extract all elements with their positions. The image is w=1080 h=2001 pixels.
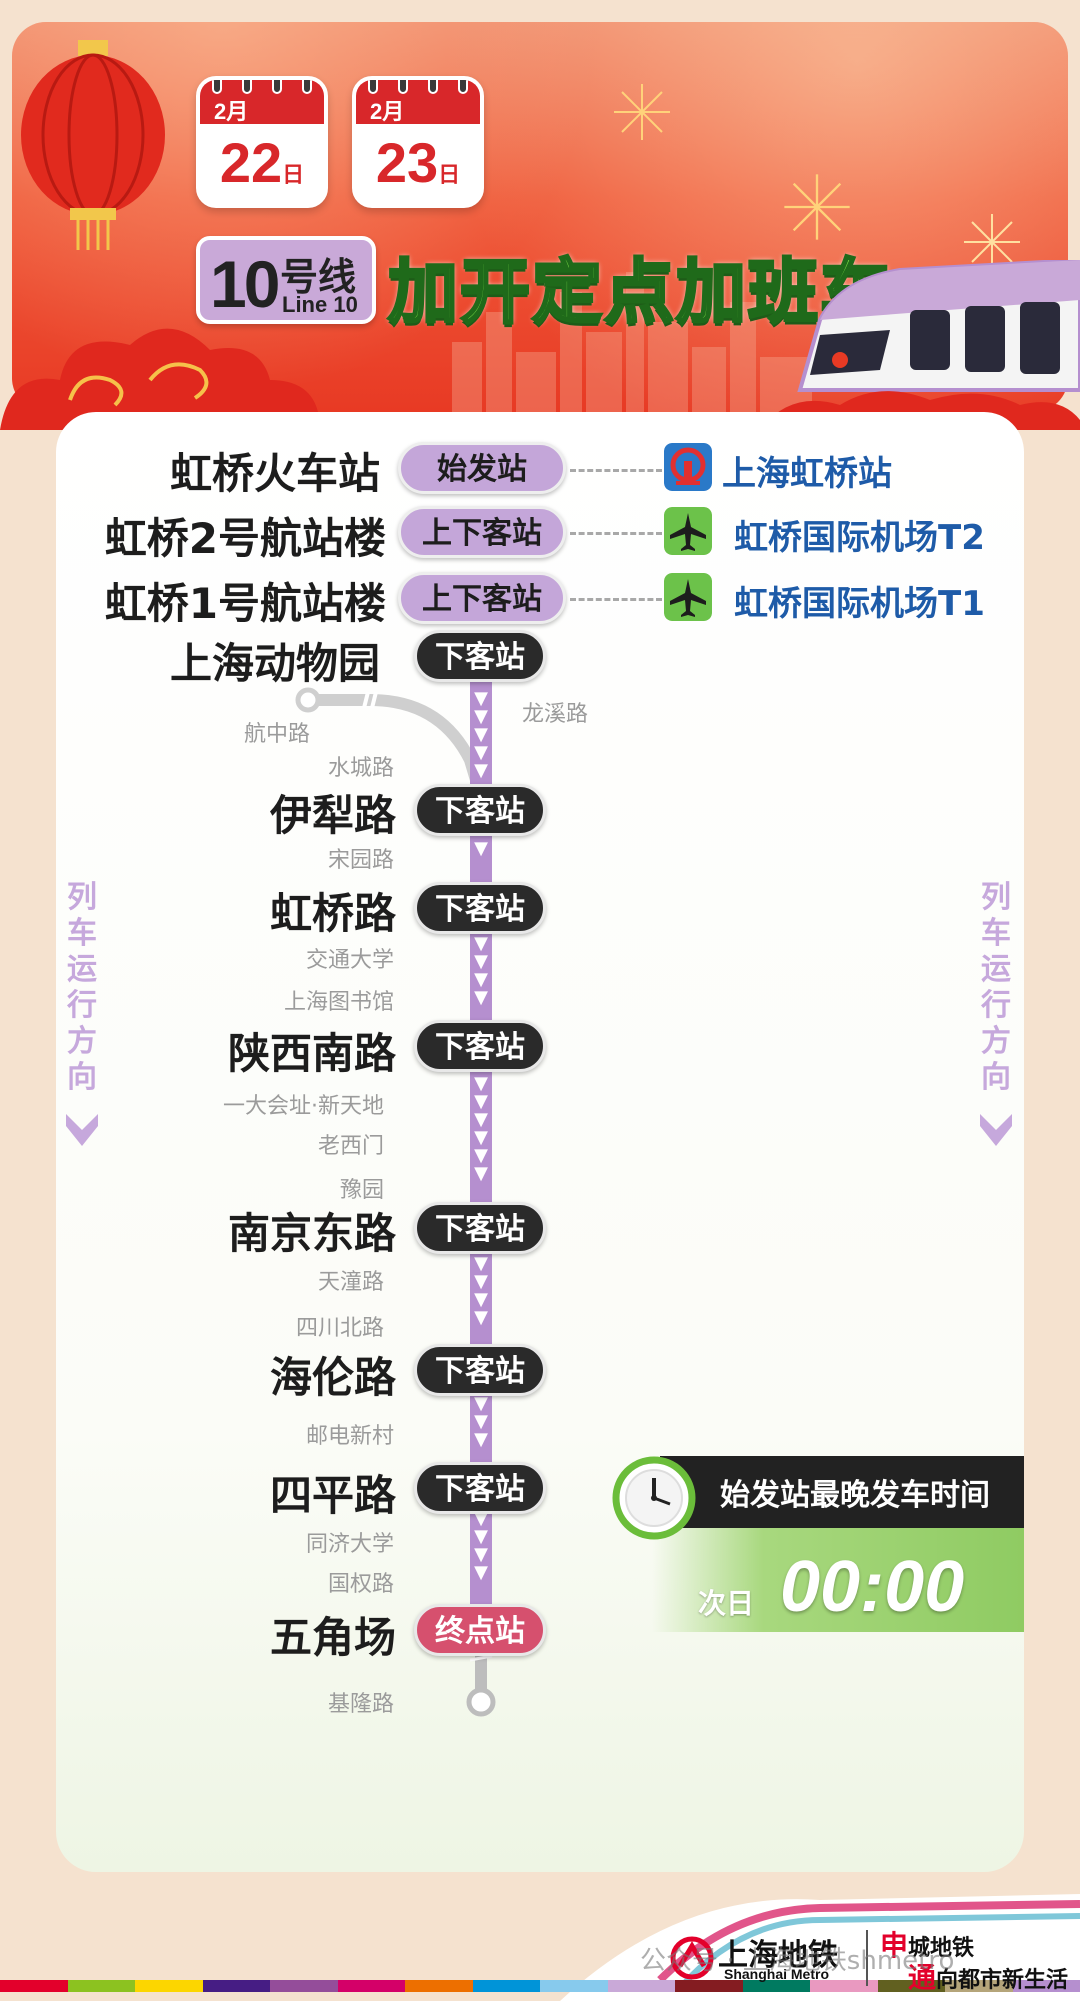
- station-name: 虹桥1号航站楼: [104, 579, 386, 628]
- footer: 上海地铁 Shanghai Metro 申城地铁 通向都市新生活 公众号 · 上…: [0, 1880, 1080, 2001]
- city-skyline-icon: [452, 272, 812, 412]
- footer-wave: [560, 1894, 1080, 2001]
- minor-station: 老西门: [317, 1134, 384, 1159]
- arrow-down-icon: [66, 1114, 98, 1146]
- shanghai-metro-logo-icon: [670, 1936, 714, 1980]
- lantern-icon: [21, 40, 165, 250]
- calendar-day-suffix: 日: [438, 162, 461, 187]
- chevron-down-icon: ▼▼▼▼: [474, 933, 488, 1008]
- station-name: 虹桥2号航站楼: [104, 514, 386, 563]
- minor-station: 上海图书馆: [283, 990, 394, 1015]
- last-train-header: 始发站最晚发车时间: [660, 1456, 1024, 1528]
- minor-station: 交通大学: [305, 948, 394, 973]
- station-name: 上海动物园: [169, 639, 380, 688]
- minor-station: 豫园: [339, 1178, 384, 1203]
- header-banner: [12, 22, 1068, 412]
- transfer-label: 上海虹桥站: [722, 454, 892, 494]
- chevron-down-icon: ▼: [474, 838, 488, 859]
- line-badge: 10 号线 Line 10: [196, 236, 376, 324]
- station-badge: 上下客站: [398, 506, 566, 558]
- airplane-icon: [664, 507, 712, 555]
- station-name: 海伦路: [269, 1353, 396, 1402]
- line-english: Line 10: [282, 292, 358, 317]
- slogan-line-1: 申城地铁: [880, 1924, 974, 1964]
- chevron-down-icon: ▼▼▼▼▼▼: [474, 1073, 488, 1184]
- minor-station: 天潼路: [317, 1270, 384, 1295]
- chevron-down-icon: ▼▼▼: [474, 1393, 488, 1450]
- station-badge: 下客站: [414, 1462, 546, 1514]
- transfer-connector: [570, 598, 662, 601]
- minor-station: 航中路: [243, 722, 310, 747]
- station-badge: 终点站: [414, 1604, 546, 1656]
- minor-station: 基隆路: [327, 1692, 394, 1717]
- station-badge: 下客站: [414, 882, 546, 934]
- chevron-down-icon: ▼▼▼▼: [474, 1508, 488, 1583]
- last-train-panel: 始发站最晚发车时间: [620, 1456, 1024, 1632]
- logo-cn: 上海地铁: [718, 1938, 838, 1973]
- minor-station: 水城路: [327, 756, 394, 781]
- minor-station: 宋园路: [327, 848, 394, 873]
- chevron-down-icon: ▼▼▼▼▼: [474, 688, 488, 781]
- slogan-text: 向都市新生活: [936, 1967, 1069, 1993]
- firework-icon: [614, 84, 670, 140]
- railway-icon: [664, 443, 712, 491]
- date-calendar: 2月 22日: [196, 76, 328, 208]
- minor-station: 四川北路: [295, 1316, 384, 1341]
- last-train-title: 始发站最晚发车时间: [720, 1478, 990, 1513]
- station-badge: 下客站: [414, 1344, 546, 1396]
- transfer-connector: [570, 469, 662, 472]
- airplane-icon: [664, 573, 712, 621]
- station-badge: 下客站: [414, 1020, 546, 1072]
- minor-station: 邮电新村: [305, 1424, 394, 1449]
- clock-icon: [612, 1456, 696, 1540]
- date-calendar: 2月 23日: [352, 76, 484, 208]
- firework-icon: [784, 174, 850, 240]
- chevron-down-icon: ▼▼▼▼: [474, 1253, 488, 1328]
- slogan-text: 城地铁: [908, 1935, 975, 1961]
- transfer-label: 虹桥国际机场T2: [734, 518, 985, 558]
- slogan-line-2: 通向都市新生活: [908, 1956, 1068, 1996]
- calendar-day: 22: [219, 131, 283, 194]
- auspicious-cloud-icon: [0, 328, 320, 430]
- metro-train-icon: [797, 260, 1080, 392]
- station-badge: 下客站: [414, 784, 546, 836]
- branch-station: 龙溪路: [522, 702, 589, 727]
- watermark: 公众号 · 上海地铁shmetro: [640, 1946, 955, 1976]
- line-color-stripe: [0, 1980, 1080, 1992]
- station-name: 虹桥路: [269, 889, 396, 938]
- calendar-month: 2月: [214, 99, 249, 124]
- line-suffix: 号线: [280, 255, 357, 299]
- station-badge: 下客站: [414, 630, 546, 682]
- station-name: 四平路: [269, 1471, 396, 1520]
- arrow-down-icon: [980, 1114, 1012, 1146]
- direction-label-right: 列车运行方向: [981, 880, 1011, 1095]
- minor-station: 同济大学: [305, 1532, 394, 1557]
- page-title: 加开定点加班车: [387, 250, 892, 335]
- transfer-connector: [570, 532, 662, 535]
- branch-line: [295, 687, 482, 782]
- line-number: 10: [210, 247, 280, 321]
- station-badge: 上下客站: [398, 572, 566, 624]
- calendar-day-suffix: 日: [282, 162, 305, 187]
- logo-en: Shanghai Metro: [724, 1966, 830, 1982]
- station-badge: 始发站: [398, 442, 566, 494]
- station-name: 伊犁路: [269, 791, 396, 840]
- calendar-day: 23: [375, 131, 439, 194]
- minor-station: 国权路: [327, 1572, 394, 1597]
- station-badge: 下客站: [414, 1202, 546, 1254]
- station-name: 五角场: [269, 1613, 396, 1662]
- direction-label-left: 列车运行方向: [67, 880, 97, 1095]
- slogan-mark: 通: [908, 1961, 937, 1994]
- calendar-month: 2月: [370, 99, 405, 124]
- station-name: 虹桥火车站: [169, 449, 380, 498]
- slogan-mark: 申: [880, 1929, 909, 1962]
- transfer-label: 虹桥国际机场T1: [734, 584, 985, 624]
- station-name: 南京东路: [227, 1209, 396, 1258]
- minor-station: 一大会址·新天地: [223, 1094, 384, 1119]
- station-name: 陕西南路: [227, 1029, 396, 1078]
